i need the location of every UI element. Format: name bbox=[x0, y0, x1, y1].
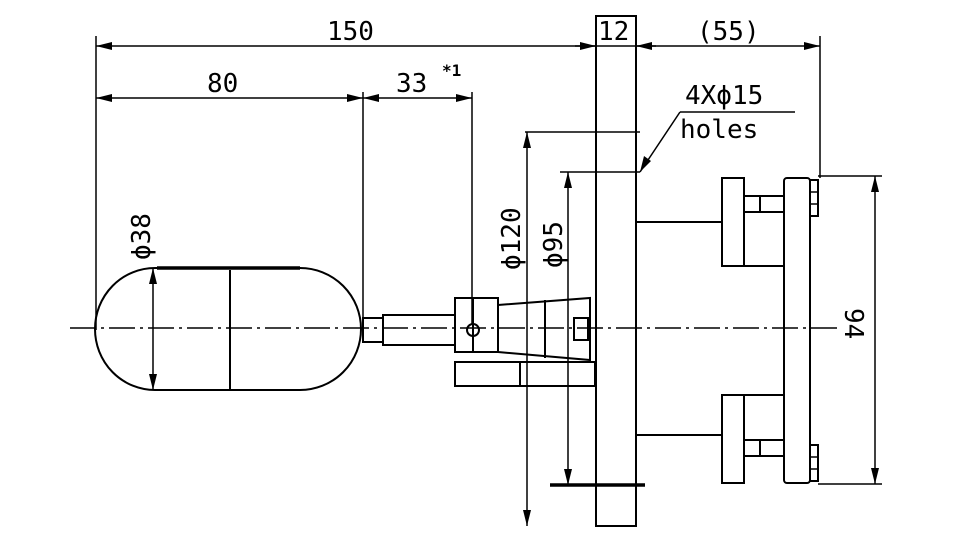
dim-rear-length: (55) bbox=[697, 17, 760, 47]
float-body bbox=[94, 266, 362, 391]
dim-float-length: 80 bbox=[207, 69, 238, 99]
dim-flange-diameter: ϕ120 bbox=[497, 207, 527, 270]
dim-rod-length: 33 bbox=[396, 69, 427, 99]
dimension-lines bbox=[96, 42, 879, 526]
switch-housing bbox=[636, 177, 819, 484]
dim-housing-height: 94 bbox=[838, 308, 868, 339]
dim-pcd-diameter: ϕ95 bbox=[539, 221, 569, 268]
dim-holes-count: 4Xϕ15 bbox=[685, 81, 763, 111]
dim-rod-note: *1 bbox=[442, 61, 461, 80]
mounting-flange bbox=[525, 15, 645, 527]
dim-holes-label: holes bbox=[680, 115, 758, 145]
dim-float-diameter: ϕ38 bbox=[127, 213, 157, 260]
dim-overall-length: 150 bbox=[327, 17, 374, 47]
dim-flange-thickness: 12 bbox=[598, 17, 629, 47]
extension-lines bbox=[95, 36, 882, 485]
float-rod bbox=[362, 296, 596, 387]
